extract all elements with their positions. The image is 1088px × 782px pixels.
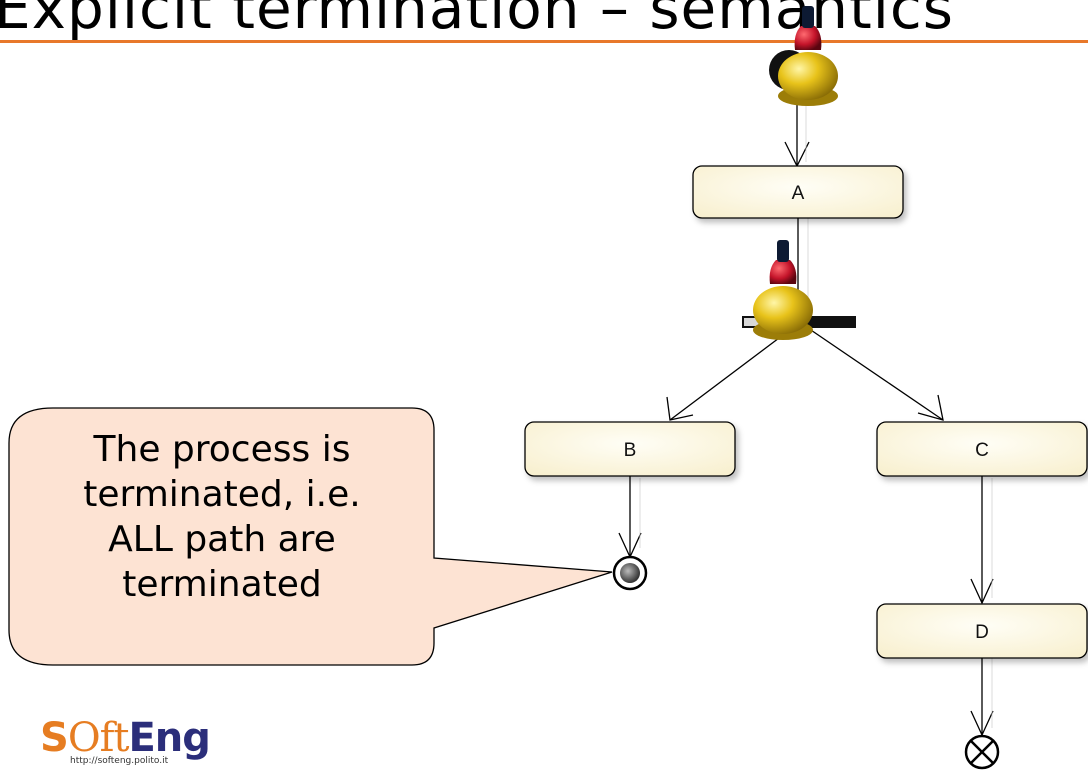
action-node-a	[692, 165, 904, 219]
node-label-b: B	[624, 440, 637, 461]
edge-fork-to-b	[669, 325, 796, 421]
slide-title: Explicit termination – semantics	[0, 0, 954, 42]
arrowhead-d	[970, 578, 994, 605]
logo-oft: Oft	[67, 715, 130, 761]
callout-bubble	[8, 407, 613, 666]
token-on-fork	[753, 240, 813, 340]
action-node-d	[876, 603, 1088, 659]
edge-fork-to-c	[804, 325, 944, 421]
activity-final-node	[612, 555, 648, 591]
arrowhead-b	[666, 396, 694, 421]
callout-line: terminated	[122, 564, 322, 605]
logo-s: S	[40, 715, 69, 761]
logo-url: http://softeng.polito.it	[70, 756, 169, 766]
node-label-d: D	[975, 622, 989, 643]
action-node-b	[524, 421, 736, 477]
node-label-c: C	[975, 440, 989, 461]
title-underline	[0, 40, 1088, 43]
callout-line: ALL path are	[108, 519, 336, 560]
callout-line: The process is	[93, 429, 351, 470]
edges	[618, 90, 994, 737]
action-node-c	[876, 421, 1088, 477]
arrowhead-c	[917, 394, 944, 421]
flow-final-node	[964, 734, 1000, 770]
callout-line: terminated, i.e.	[83, 474, 361, 515]
logo-eng: Eng	[128, 715, 210, 761]
softeng-logo: SOftEng http://softeng.polito.it	[40, 718, 270, 778]
node-label-a: A	[792, 183, 805, 204]
callout-text: The process is terminated, i.e. ALL path…	[10, 427, 434, 607]
token-on-initial	[778, 6, 838, 106]
